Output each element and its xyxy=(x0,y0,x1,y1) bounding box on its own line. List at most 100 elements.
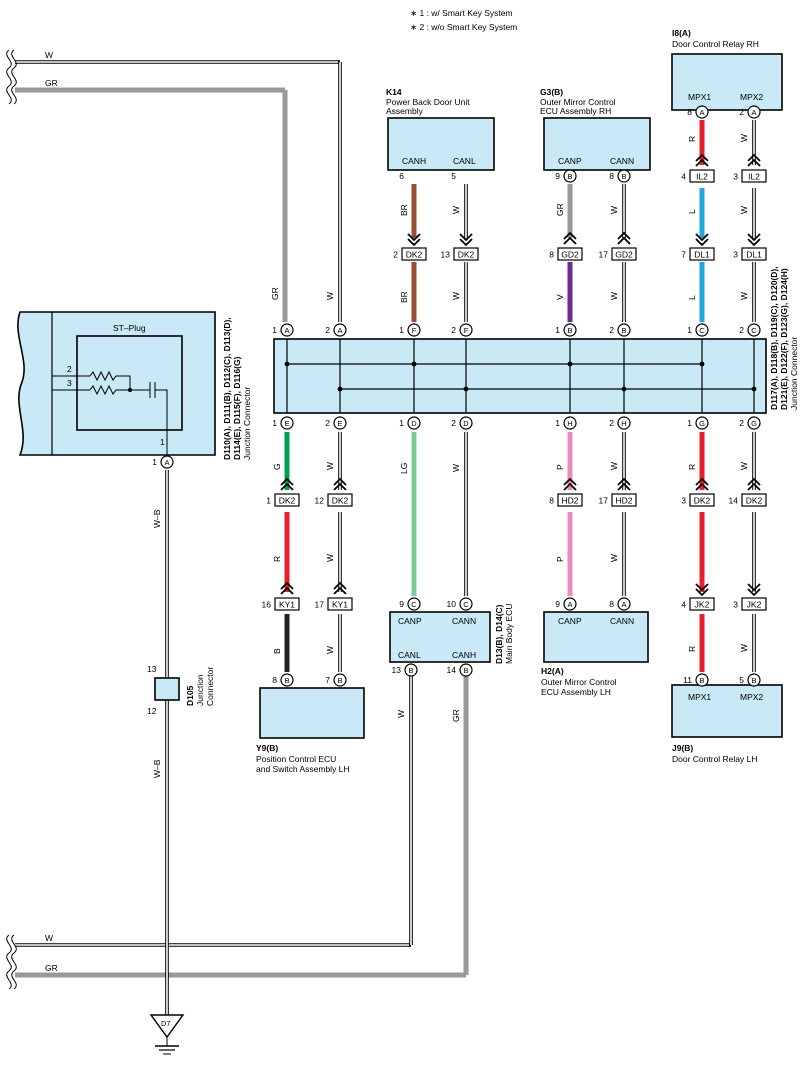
connector-pin-number: 13 xyxy=(441,250,451,260)
mbecu-name: Main Body ECU xyxy=(504,604,514,664)
wire-label-v: V xyxy=(555,294,565,300)
connector-pin-number: 14 xyxy=(729,496,739,506)
g3b-pin-canp: CANP xyxy=(558,156,582,166)
pin-letter: D xyxy=(411,419,417,428)
pin-letter: E xyxy=(284,419,289,428)
jct-main-codes-1: D117(A), D118(B), D119(C), D120(D), xyxy=(769,266,779,410)
wire-label-gr-3: GR xyxy=(451,709,461,722)
pin-number: 6 xyxy=(399,171,404,181)
wire-label-w-1: W xyxy=(325,292,335,300)
wire-label-p-2: P xyxy=(555,556,565,562)
connector-pin-number: 3 xyxy=(733,250,738,260)
j9b-box xyxy=(671,684,783,738)
pin-marker: C9 xyxy=(399,597,421,611)
pin-number: 5 xyxy=(451,171,456,181)
pin-marker: B11 xyxy=(683,673,709,687)
pin-number: 9 xyxy=(555,171,560,181)
pin-letter: A xyxy=(751,108,756,117)
connector-label: IL2 xyxy=(696,172,708,182)
connector-label: GD2 xyxy=(561,250,579,260)
pin-number: 5 xyxy=(739,675,744,685)
pin-number: 7 xyxy=(325,675,330,685)
g3b-code: G3(B) xyxy=(540,87,563,97)
pin-number: 9 xyxy=(399,599,404,609)
pin-letter: B xyxy=(567,172,572,181)
top-bus-break xyxy=(6,49,17,105)
pin-marker: B8 xyxy=(272,673,294,687)
mbecu-pin-canp: CANP xyxy=(398,616,422,626)
pin-letter: F xyxy=(412,326,417,335)
k14-name-2: Assembly xyxy=(386,106,424,116)
wire-label-gr-1: GR xyxy=(270,287,280,300)
pin-marker: D2 xyxy=(451,416,473,430)
connector-pin-number: 16 xyxy=(262,600,272,610)
jct-left-pin-3: 3 xyxy=(67,378,72,388)
pin-letter: G xyxy=(751,419,757,428)
jct-left-box xyxy=(17,311,216,456)
d105-name-1: Junction xyxy=(195,674,205,706)
i8a-name: Door Control Relay RH xyxy=(672,39,759,49)
st-plug-label: ST–Plug xyxy=(113,323,146,333)
pin-marker: 6 xyxy=(399,171,404,181)
mbecu-box xyxy=(389,611,491,663)
i8a-pin-mpx2: MPX2 xyxy=(740,92,763,102)
wire-labels: GR W BR W BR W GR W V W R W L W L W G W … xyxy=(152,134,749,778)
connector-pin-number: 4 xyxy=(681,172,686,182)
pin-marker: A2 xyxy=(739,105,761,119)
pin-number: 1 xyxy=(687,325,692,335)
connector-label: DL1 xyxy=(694,250,710,260)
component-h2a: CANP CANN H2(A) Outer Mirror Control ECU… xyxy=(541,611,649,697)
component-y9b: Y9(B) Position Control ECU and Switch As… xyxy=(256,687,365,774)
pin-letter: E xyxy=(337,419,342,428)
k14-code: K14 xyxy=(386,87,402,97)
pin-number: 1 xyxy=(272,418,277,428)
connector-label: DK2 xyxy=(458,250,475,260)
i8a-pin-mpx1: MPX1 xyxy=(688,92,711,102)
connector-label: DK2 xyxy=(694,496,711,506)
wire-label-w-15: W xyxy=(739,462,749,470)
bus-label-gr-bottom: GR xyxy=(45,963,58,973)
g3b-name-2: ECU Assembly RH xyxy=(540,106,611,116)
wire-label-w-4: W xyxy=(609,206,619,214)
jct-main-box xyxy=(273,338,767,414)
inline-connector: DK2 13 xyxy=(441,233,479,261)
pin-letter: G xyxy=(699,419,705,428)
component-d105: 13 12 D105 Junction Connector xyxy=(147,664,215,716)
wire-label-br-2: BR xyxy=(399,291,409,303)
pin-number: 1 xyxy=(399,325,404,335)
connector-label: KY1 xyxy=(279,600,295,610)
pin-letter: D xyxy=(463,419,469,428)
k14-box xyxy=(387,117,495,171)
wire-label-l-1: L xyxy=(687,209,697,214)
pin-number: 1 xyxy=(687,418,692,428)
h2a-pin-cann: CANN xyxy=(610,616,634,626)
jct-left-name: Junction Connector xyxy=(242,387,252,460)
mbecu-pin-canh: CANH xyxy=(452,650,476,660)
pin-number: 13 xyxy=(392,665,402,675)
wire-label-r-2: R xyxy=(272,556,282,562)
jct-left-pin-1: 1 xyxy=(160,437,165,447)
connector-label: DK2 xyxy=(332,496,349,506)
pin-marker: 5 xyxy=(451,171,456,181)
note-2: ∗ 2 : w/o Smart Key System xyxy=(410,22,517,32)
pin-number: 2 xyxy=(739,107,744,117)
d105-box xyxy=(154,677,180,701)
connector-label: HD2 xyxy=(561,496,578,506)
pin-marker: E1 xyxy=(272,416,294,430)
connector-label: DK2 xyxy=(279,496,296,506)
connector-label: DK2 xyxy=(746,496,763,506)
inline-connector: KY1 16 xyxy=(262,581,300,611)
wire-label-g: G xyxy=(272,463,282,470)
jct-left-codes-1: D110(A), D111(B), D112(C), D113(D), xyxy=(222,317,232,460)
note-1: ∗ 1 : w/ Smart Key System xyxy=(410,8,513,18)
pin-marker: H1 xyxy=(555,416,577,430)
wire-label-w-2: W xyxy=(451,206,461,214)
